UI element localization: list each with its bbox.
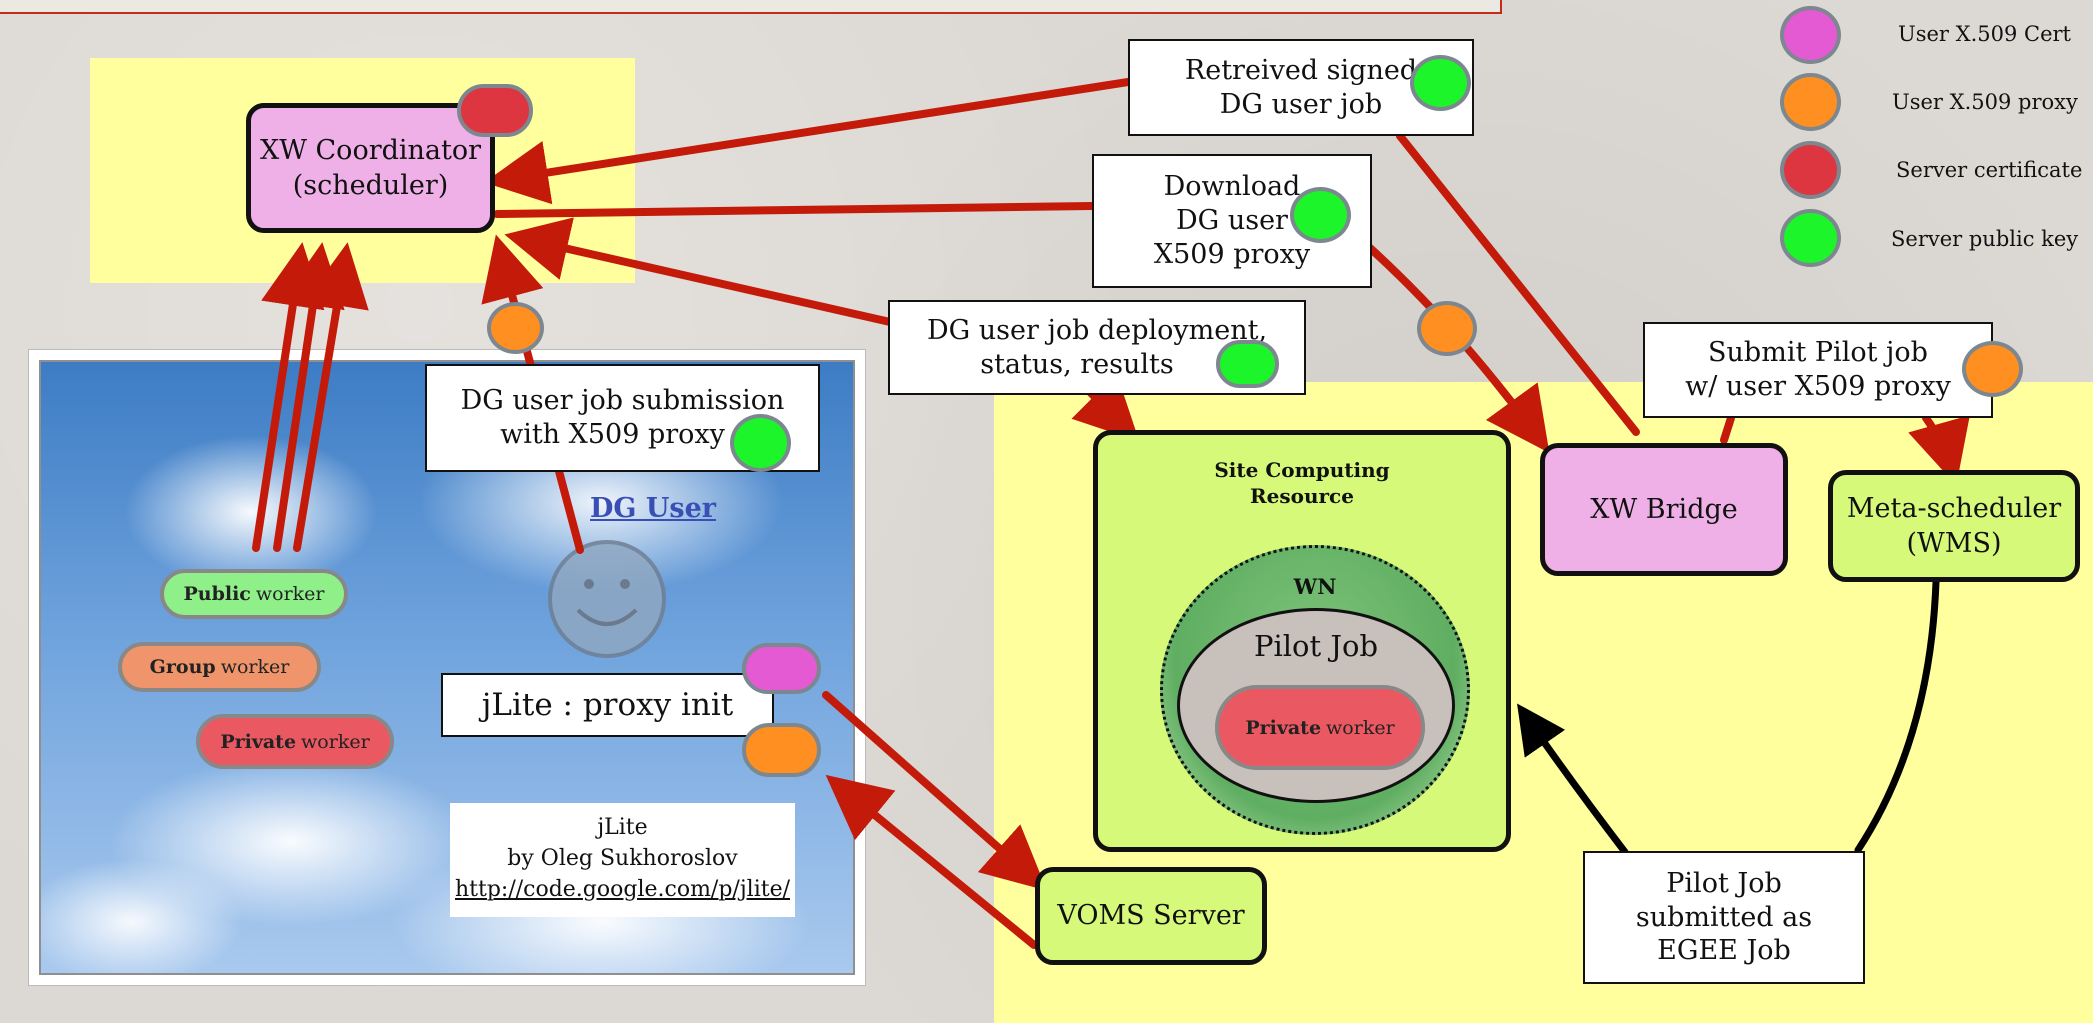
deployment-line2: status, results: [980, 348, 1174, 380]
arrow-pilot-egee-to-site: [1517, 703, 1629, 856]
download-line2: DG user: [1176, 205, 1288, 237]
line-meta-to-pilot-egee: [1854, 578, 1940, 854]
submission-proxy-key: [487, 302, 544, 354]
site-title-line1: Site Computing: [1214, 458, 1390, 482]
arrow-voms-to-jlite: [825, 774, 1038, 949]
jlite-credit-author: by Oleg Sukhoroslov: [507, 845, 738, 871]
arrow-public-worker-3: [293, 242, 369, 552]
wn-label: WN: [1293, 574, 1337, 599]
submit-pilot-line1: Submit Pilot job: [1708, 337, 1928, 369]
group-worker-type: Group: [149, 656, 216, 678]
submit-pilot-proxy-key: [1962, 341, 2023, 397]
xw-bridge-label: XW Bridge: [1590, 493, 1738, 525]
group-worker-label: worker: [220, 656, 290, 678]
jlite-proxy-init-box: jLite : proxy init: [441, 673, 774, 737]
download-public-key: [1290, 187, 1351, 243]
jlite-credit-url[interactable]: http://code.google.com/p/jlite/: [454, 876, 791, 902]
bridge-proxy-key: [1417, 301, 1477, 356]
dg-user-avatar: [546, 538, 668, 660]
arrow-public-worker-1: [252, 242, 325, 552]
legend-server-cert-swatch: [1780, 141, 1841, 199]
title-frame: [0, 0, 1502, 14]
arrow-submit-to-meta: [1908, 414, 1970, 486]
submission-public-key: [730, 414, 791, 472]
download-line1: Download: [1163, 171, 1301, 203]
submit-pilot-line2: w/ user X509 proxy: [1685, 371, 1951, 402]
jlite-cert-key: [742, 643, 821, 694]
voms-server-node[interactable]: VOMS Server: [1035, 867, 1267, 965]
public-worker[interactable]: Public worker: [160, 569, 348, 619]
legend-server-cert-label: Server certificate: [1896, 158, 2083, 182]
pilot-egee-line1: Pilot Job: [1666, 867, 1782, 899]
deployment-public-key: [1216, 340, 1279, 388]
legend-proxy-swatch: [1780, 73, 1841, 131]
pilot-job-label: Pilot Job: [1253, 629, 1379, 663]
download-line3: X509 proxy: [1153, 238, 1311, 270]
retrieved-line2: DG user job: [1219, 88, 1383, 120]
line-coordinator-to-download: [493, 202, 1096, 218]
coordinator-server-cert-key: [457, 84, 533, 137]
jlite-credit-box: jLite by Oleg Sukhoroslov http://code.go…: [450, 803, 795, 917]
arrow-deployment-to-site: [1071, 373, 1140, 442]
public-worker-label: worker: [255, 583, 325, 605]
group-worker[interactable]: Group worker: [118, 642, 321, 692]
jlite-credit-name: jLite: [597, 815, 648, 840]
legend-cert-swatch: [1780, 6, 1841, 64]
private-worker-label: worker: [301, 730, 370, 753]
voms-label: VOMS Server: [1057, 900, 1245, 932]
smiley-icon: [548, 540, 666, 658]
private-worker-type: Private: [220, 730, 297, 753]
coordinator-title: XW Coordinator: [259, 134, 482, 166]
private-worker[interactable]: Private worker: [196, 714, 394, 769]
legend-cert-label: User X.509 Cert: [1898, 22, 2071, 46]
arrow-deployment-to-coordinator: [504, 217, 894, 326]
public-worker-type: Public: [183, 583, 251, 605]
pilot-egee-box: Pilot Job submitted as EGEE Job: [1583, 851, 1865, 984]
site-private-worker[interactable]: Private worker: [1215, 685, 1425, 770]
arrow-retrieved-to-coordinator: [484, 78, 1132, 205]
meta-scheduler-title: Meta-scheduler: [1846, 492, 2062, 524]
pilot-egee-line2: submitted as: [1635, 901, 1813, 933]
pilot-egee-line3: EGEE Job: [1657, 935, 1791, 967]
line-bridge-to-submit-pilot: [1720, 414, 1735, 444]
site-private-worker-type: Private: [1245, 716, 1322, 739]
xw-coordinator-node[interactable]: XW Coordinator (scheduler): [246, 103, 495, 233]
line-retrieved-to-bridge: [1396, 132, 1640, 436]
download-proxy-box: Download DG user X509 proxy: [1092, 154, 1372, 288]
retrieved-public-key: [1410, 55, 1471, 111]
arrow-jlite-to-voms: [822, 691, 1047, 891]
jlite-proxy-key: [742, 723, 821, 777]
dg-user-link[interactable]: DG User: [590, 493, 717, 524]
submit-pilot-box: Submit Pilot job w/ user X509 proxy: [1643, 322, 1993, 418]
arrow-public-worker-2: [273, 242, 345, 552]
coordinator-subtitle: (scheduler): [292, 170, 449, 201]
legend-public-key-label: Server public key: [1891, 227, 2079, 251]
meta-scheduler-subtitle: (WMS): [1906, 528, 2002, 559]
xw-bridge-node[interactable]: XW Bridge: [1540, 443, 1788, 576]
legend-public-key-swatch: [1780, 209, 1841, 267]
legend-proxy-label: User X.509 proxy: [1892, 90, 2078, 114]
submission-line2: with X509 proxy: [500, 419, 725, 450]
site-private-worker-label: worker: [1326, 716, 1395, 739]
meta-scheduler-node[interactable]: Meta-scheduler (WMS): [1828, 470, 2080, 582]
retrieved-line1: Retreived signed: [1184, 54, 1418, 86]
deployment-line1: DG user job deployment,: [926, 314, 1268, 346]
site-title-line2: Resource: [1250, 484, 1354, 508]
submission-line1: DG user job submission: [460, 385, 785, 417]
